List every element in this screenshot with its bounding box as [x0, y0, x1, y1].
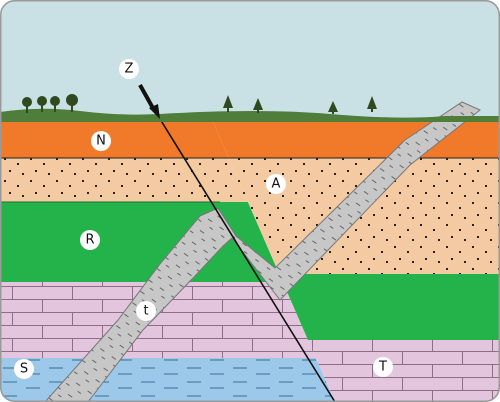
- dike-t: [43, 101, 481, 402]
- tree-icon: [22, 94, 377, 114]
- label-z: Z: [119, 59, 139, 79]
- label-t-layer-text: T: [378, 360, 387, 375]
- label-t-layer: T: [373, 357, 393, 377]
- label-z-text: Z: [125, 62, 134, 77]
- label-t-dike-text: t: [143, 304, 148, 319]
- ground-surface: [0, 108, 500, 122]
- label-t-dike: t: [136, 301, 156, 321]
- label-s: S: [14, 359, 34, 379]
- arrow-icon: [138, 84, 160, 119]
- sky: [0, 0, 500, 122]
- fault-line: [159, 118, 336, 402]
- label-a-text: A: [272, 177, 281, 192]
- label-a: A: [266, 174, 286, 194]
- label-s-text: S: [20, 362, 28, 377]
- label-r-text: R: [85, 233, 94, 248]
- label-n-text: N: [96, 134, 106, 149]
- label-r: R: [80, 230, 100, 250]
- label-n: N: [91, 131, 111, 151]
